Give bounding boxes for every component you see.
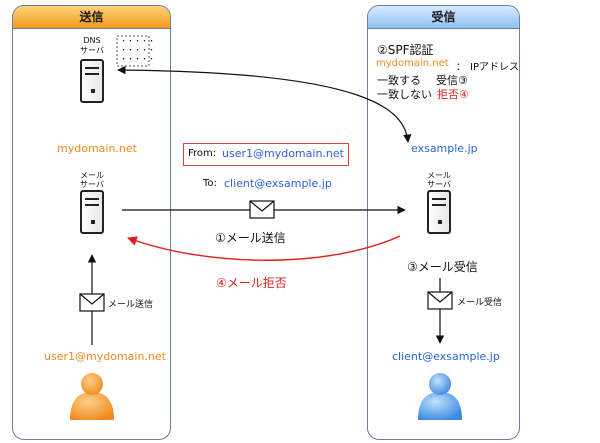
receiver-panel-title: 受信 [368, 6, 519, 29]
spf-match-result: 受信③ [436, 74, 468, 87]
send-label: メール送信 [108, 300, 154, 310]
spf-match-label: 一致する [377, 74, 421, 87]
spf-nomatch-result: 拒否④ [437, 88, 469, 101]
dns-server-icon [80, 59, 104, 103]
receiver-user-icon [418, 373, 462, 420]
sender-panel-title: 送信 [13, 6, 170, 29]
spf-title: ②SPF認証 [377, 43, 434, 57]
spf-domain: mydomain.net [376, 58, 449, 69]
step4-label: ④メール拒否 [216, 276, 287, 290]
sender-domain: mydomain.net [57, 142, 137, 155]
recv-label: メール受信 [457, 298, 503, 308]
from-header-box [183, 143, 349, 166]
sender-user-icon [70, 373, 114, 420]
send-envelope-icon [249, 200, 275, 219]
receiver-domain: exsample.jp [411, 142, 478, 155]
spf-ip: IPアドレス [470, 62, 519, 73]
spf-sep: ： [456, 62, 466, 73]
reject-arrow [127, 235, 401, 261]
sender-user-address: user1@mydomain.net [44, 350, 166, 363]
dns-record-line: ・・・・・ [120, 37, 155, 45]
right-mail-server-icon [427, 190, 451, 234]
left-mail-server-icon [80, 190, 104, 234]
receiver-user-address: client@exsample.jp [392, 350, 500, 363]
dns-query-arrow [117, 65, 412, 143]
left-mail-server-label-line1: メール [80, 171, 104, 180]
from-label: From: [188, 148, 217, 159]
dns-record-line: ・・・・・ [120, 46, 155, 54]
left-mail-server-label-line2: サーバ [80, 180, 104, 189]
dns-label-line2: サーバ [80, 46, 104, 55]
right-envelope-icon [427, 291, 453, 310]
dns-record-line: ・・・・・ [120, 55, 155, 63]
right-mail-server-label-line1: メール [427, 171, 451, 180]
to-address: client@exsample.jp [224, 177, 332, 190]
from-address: user1@mydomain.net [222, 147, 344, 160]
spf-nomatch-label: 一致しない [377, 88, 432, 101]
dns-label-line1: DNS [83, 36, 101, 45]
step3-label: ③メール受信 [407, 260, 478, 274]
receiver-panel: 受信 [367, 5, 520, 440]
left-envelope-icon [79, 293, 105, 312]
to-label: To: [203, 178, 217, 189]
right-mail-server-label-line2: サーバ [427, 180, 451, 189]
step1-label: ①メール送信 [215, 231, 286, 245]
dns-record-box [116, 35, 150, 67]
